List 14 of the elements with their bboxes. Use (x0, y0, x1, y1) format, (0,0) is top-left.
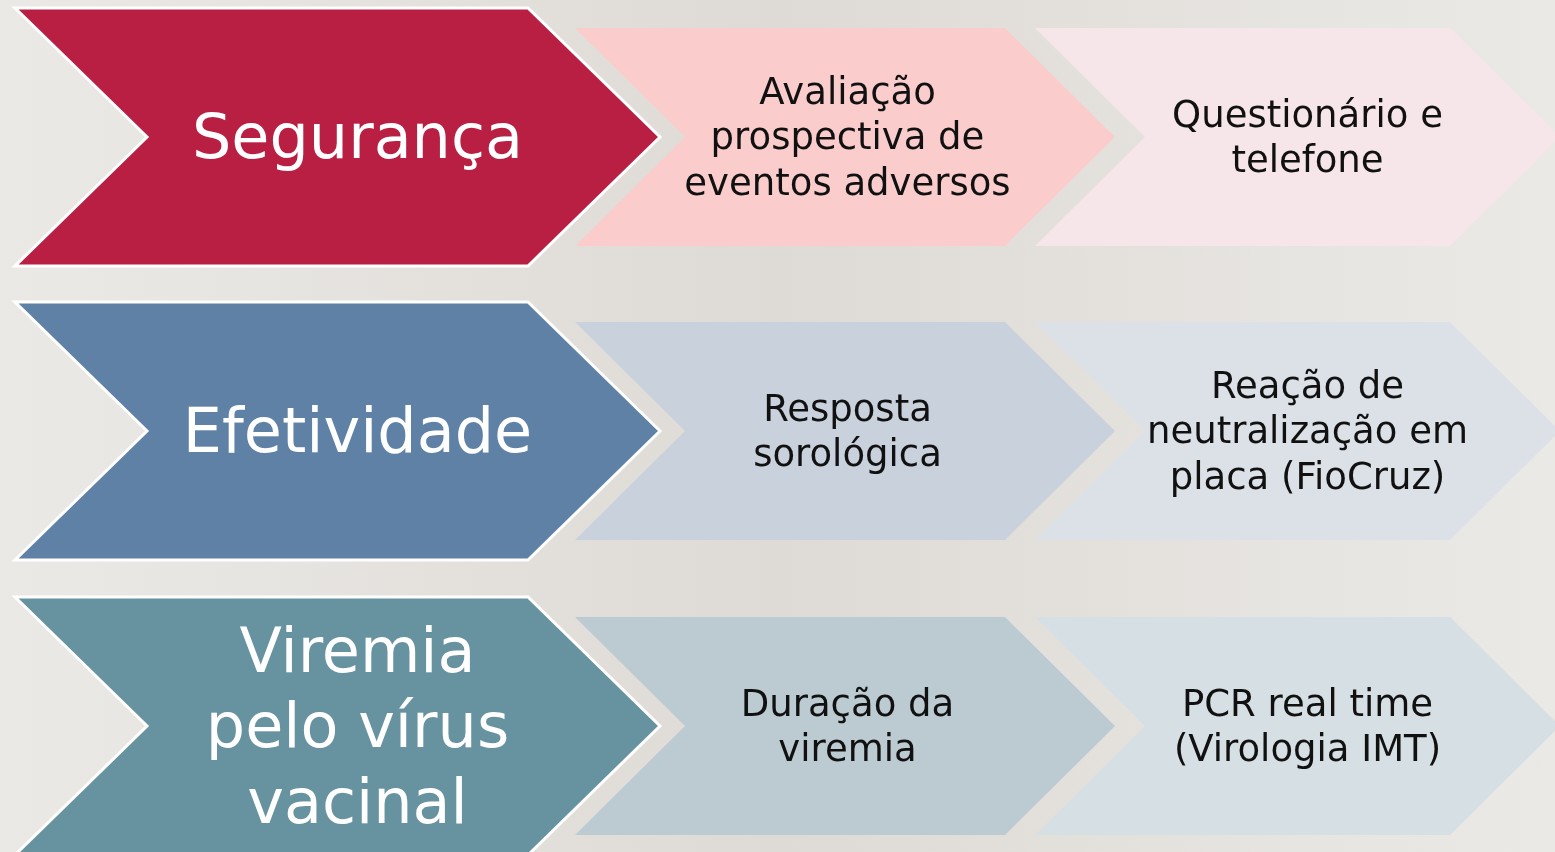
step-label: PCR real time (Virologia IMT) (1172, 680, 1443, 772)
chevron-step (1035, 617, 1555, 835)
chevron-step (575, 28, 1115, 246)
step-label: Questionário e telefone (1171, 91, 1444, 183)
chevron-step (1035, 322, 1555, 540)
step-label: Resposta sorológica (752, 385, 943, 477)
step-label: Viremia pelo vírus vacinal (204, 612, 511, 840)
chevron-step (575, 617, 1115, 835)
step-label: Duração da viremia (739, 680, 956, 772)
chevron-step (15, 597, 660, 852)
step-label: Avaliação prospectiva de eventos adversos (683, 69, 1012, 205)
chevron-step (575, 322, 1115, 540)
step-label: Reação de neutralização em placa (FioCruz) (1146, 363, 1469, 499)
chevron-step (1035, 28, 1555, 246)
